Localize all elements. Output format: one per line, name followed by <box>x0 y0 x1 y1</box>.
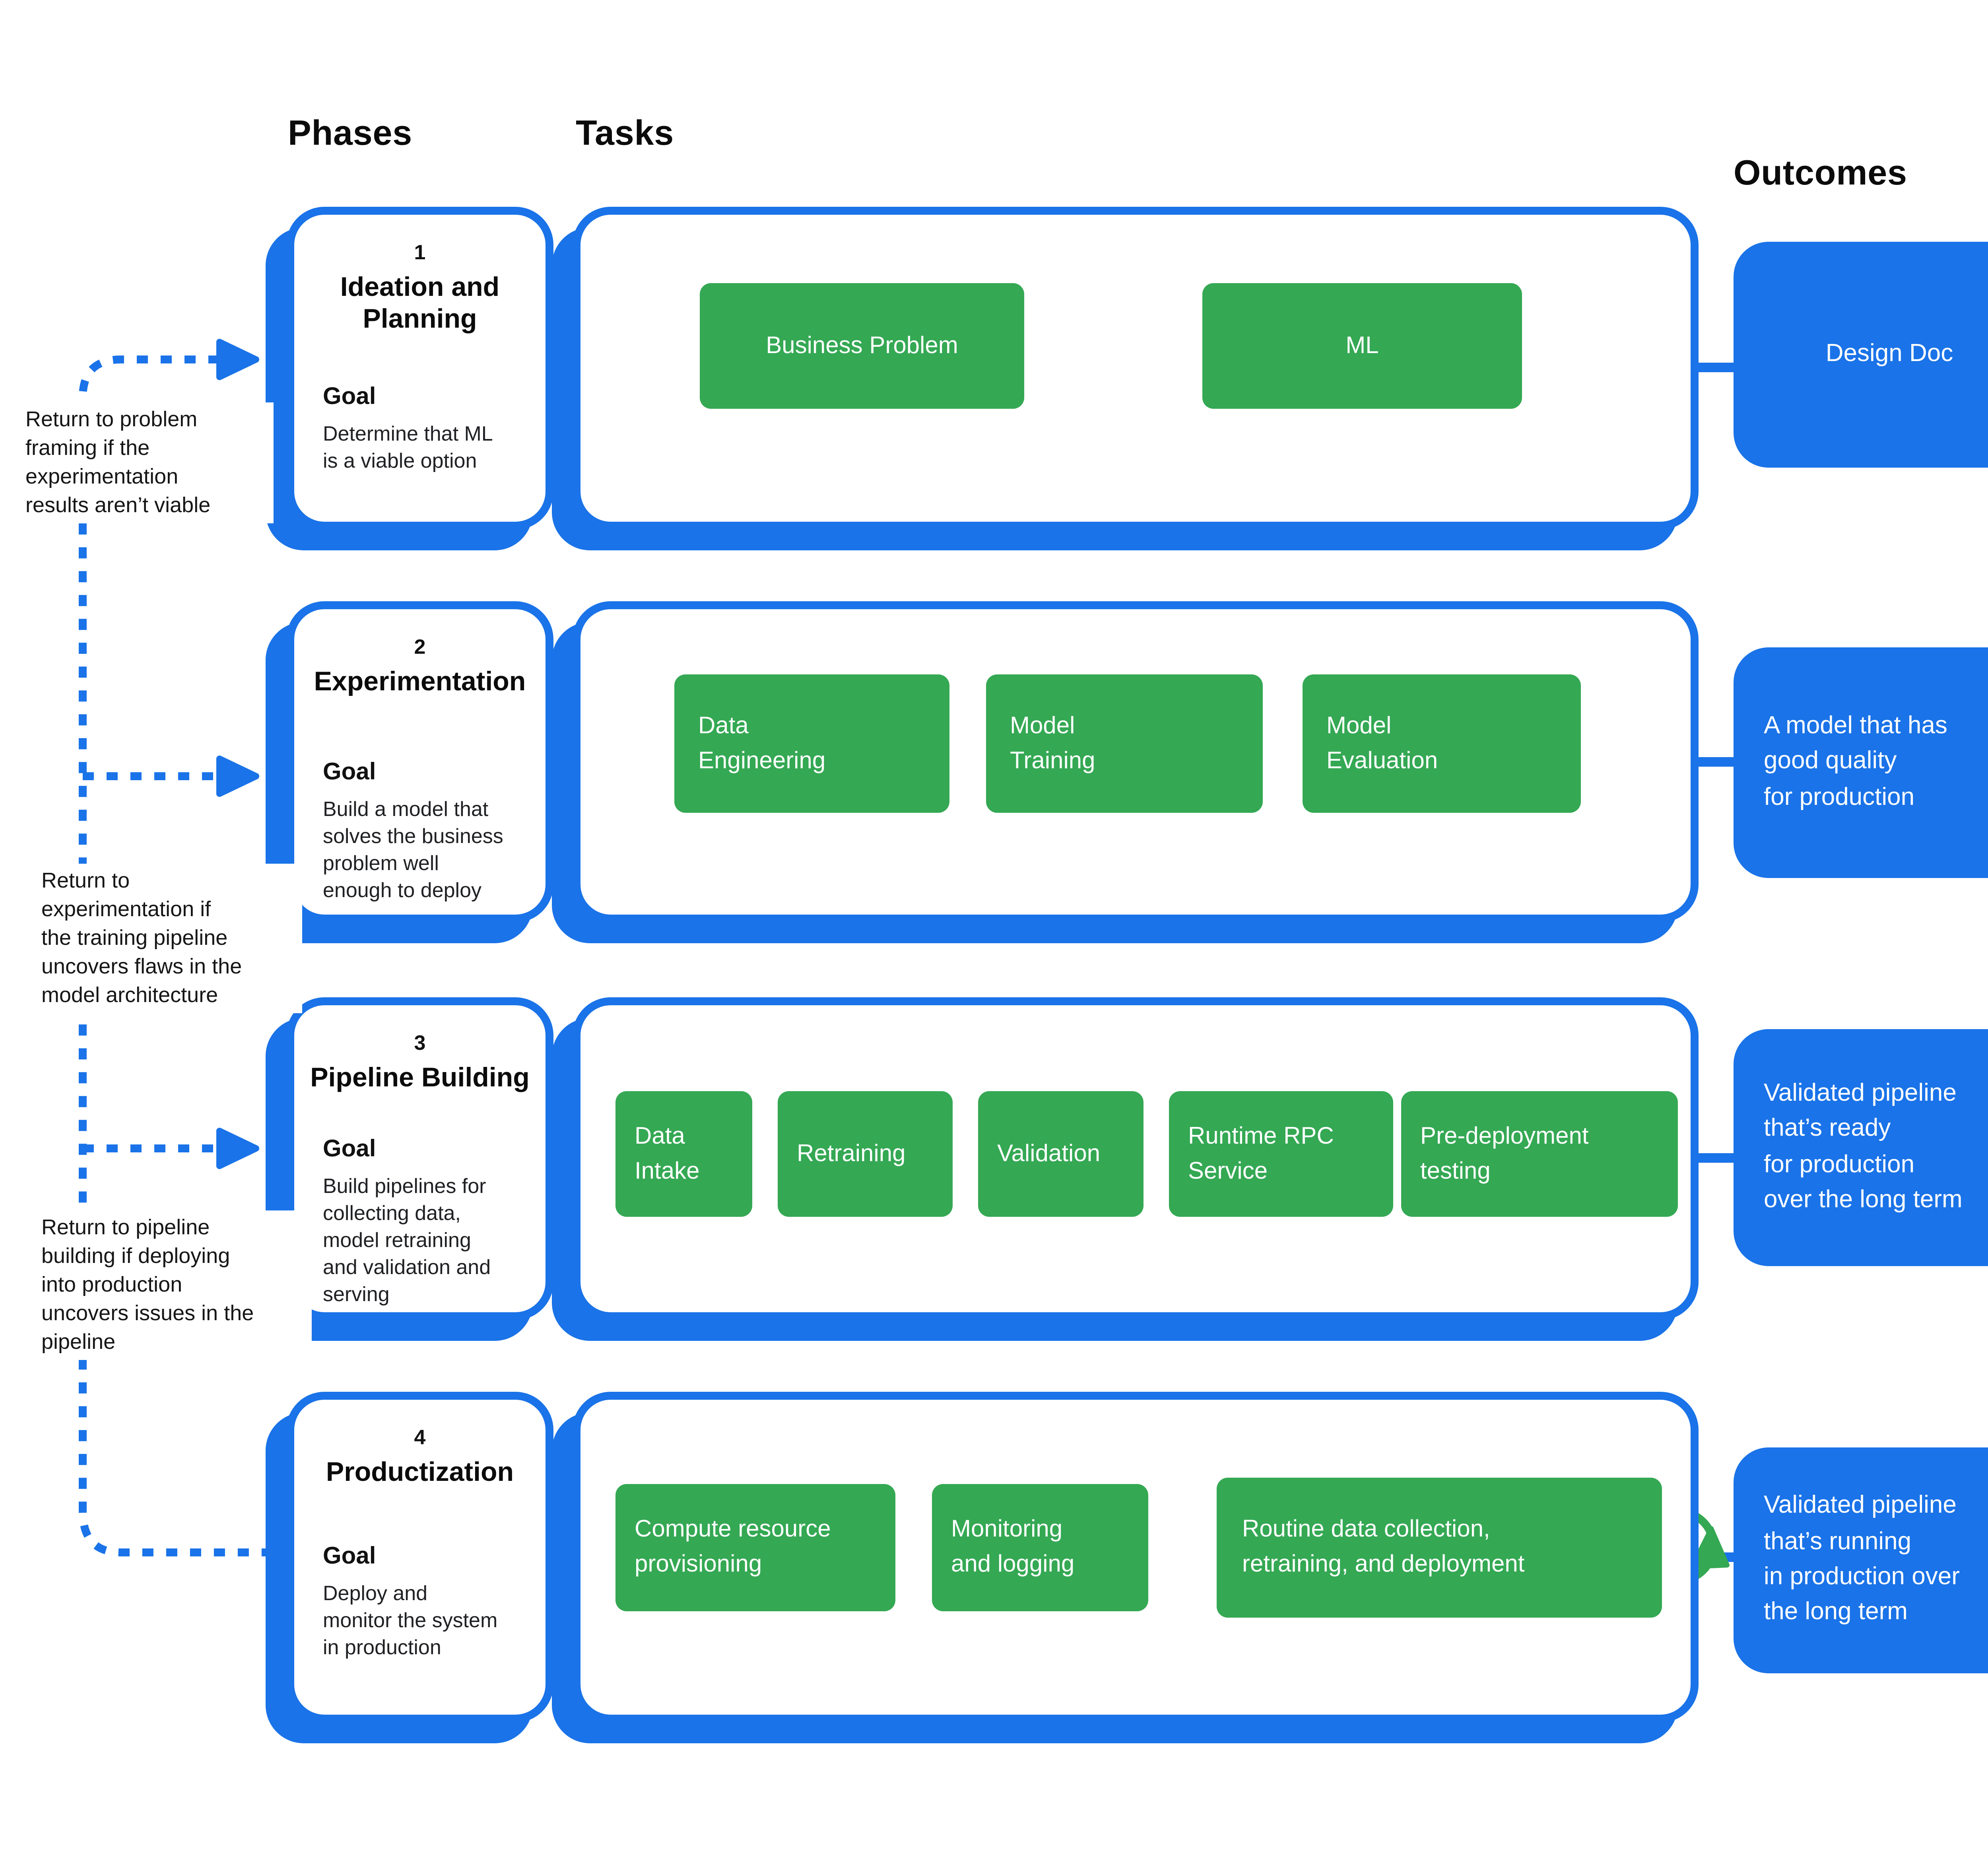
task-box-monitoring-and-logging: Monitoring and logging <box>932 1484 1148 1611</box>
task-label: Model Training <box>1010 712 1095 774</box>
task-box-ml: ML <box>1202 283 1522 409</box>
goal-text: Determine that ML is a viable option <box>323 422 493 472</box>
task-label: Runtime RPC Service <box>1188 1123 1334 1184</box>
task-box-model-training: Model Training <box>986 674 1263 813</box>
task-label: Data Engineering <box>698 712 826 774</box>
task-label: Pre-deployment testing <box>1420 1123 1589 1184</box>
phase-title: Experimentation <box>314 666 526 697</box>
task-box-data-intake: Data Intake <box>615 1091 752 1217</box>
task-label: Routine data collection, retraining, and… <box>1242 1516 1525 1578</box>
goal-label: Goal <box>323 383 376 410</box>
goal-label: Goal <box>323 759 376 786</box>
phase-title: Productization <box>326 1457 514 1487</box>
outcome-label: A model that has good quality for produc… <box>1764 712 1947 811</box>
outcomes-column-header: Outcomes <box>1734 153 1907 192</box>
phase-number: 2 <box>414 635 426 659</box>
outcome-box-validated-pipeline-running: Validated pipeline that’s running in pro… <box>1734 1447 1988 1673</box>
goal-label: Goal <box>323 1136 376 1163</box>
phase-number: 3 <box>414 1031 426 1055</box>
outcome-label: Validated pipeline that’s running in pro… <box>1764 1492 1960 1626</box>
goal-text: Build pipelines for collecting data, mod… <box>323 1174 491 1305</box>
task-box-runtime-rpc-service: Runtime RPC Service <box>1169 1091 1393 1217</box>
task-label: Compute resource provisioning <box>635 1516 831 1578</box>
task-label: Validation <box>997 1140 1101 1167</box>
annotation-return-experimentation-flaws: Return to experimentation if the trainin… <box>41 864 302 1013</box>
tasks-column-header: Tasks <box>576 113 674 153</box>
phase-title: Ideation and Planning <box>340 272 500 335</box>
task-label: Retraining <box>797 1140 906 1167</box>
phase-title: Pipeline Building <box>310 1063 530 1093</box>
arrow-right-icon <box>216 1128 259 1169</box>
annotation-return-problem-framing: Return to problem framing if the experim… <box>25 402 274 523</box>
goal-text: Deploy and monitor the system in product… <box>323 1581 498 1659</box>
outcome-label: Design Doc <box>1825 340 1953 367</box>
phase-box-experimentation: 2 Experimentation Goal Build a model tha… <box>286 601 553 923</box>
task-label: ML <box>1345 332 1379 359</box>
outcome-box-quality-model: A model that has good quality for produc… <box>1734 647 1988 878</box>
task-box-compute-resource-provisioning: Compute resource provisioning <box>615 1484 895 1611</box>
task-box-validation: Validation <box>978 1091 1143 1217</box>
task-label: Model Evaluation <box>1326 712 1438 774</box>
task-box-routine-data-collection: Routine data collection, retraining, and… <box>1217 1478 1662 1618</box>
phase-box-ideation: 1 Ideation and Planning Goal Determine t… <box>286 207 553 530</box>
loop-arrow-up-icon <box>1690 1526 1730 1569</box>
phase-box-pipeline-building: 3 Pipeline Building Goal Build pipelines… <box>286 997 553 1320</box>
outcome-box-design-doc: Design Doc <box>1734 242 1988 468</box>
task-box-data-engineering: Data Engineering <box>674 674 949 813</box>
arrow-right-icon <box>216 339 259 380</box>
phases-column-header: Phases <box>288 113 413 153</box>
phase-box-productization: 4 Productization Goal Deploy and monitor… <box>286 1392 553 1723</box>
task-box-pre-deployment-testing: Pre-deployment testing <box>1401 1091 1678 1217</box>
outcome-label: Validated pipeline that’s ready for prod… <box>1764 1079 1963 1214</box>
arrow-right-icon <box>216 756 259 797</box>
task-label: Data Intake <box>635 1123 700 1184</box>
task-label: Business Problem <box>766 332 958 359</box>
task-box-retraining: Retraining <box>778 1091 953 1217</box>
annotation-return-pipeline-building: Return to pipeline building if deploying… <box>41 1210 312 1360</box>
goal-text: Build a model that solves the business p… <box>323 797 503 901</box>
task-box-model-evaluation: Model Evaluation <box>1303 674 1581 813</box>
goal-label: Goal <box>323 1543 376 1570</box>
task-label: Monitoring and logging <box>951 1516 1075 1578</box>
task-box-business-problem: Business Problem <box>700 283 1024 409</box>
phase-number: 4 <box>414 1425 426 1449</box>
outcome-box-validated-pipeline-ready: Validated pipeline that’s ready for prod… <box>1734 1029 1988 1266</box>
phase-number: 1 <box>414 240 426 264</box>
